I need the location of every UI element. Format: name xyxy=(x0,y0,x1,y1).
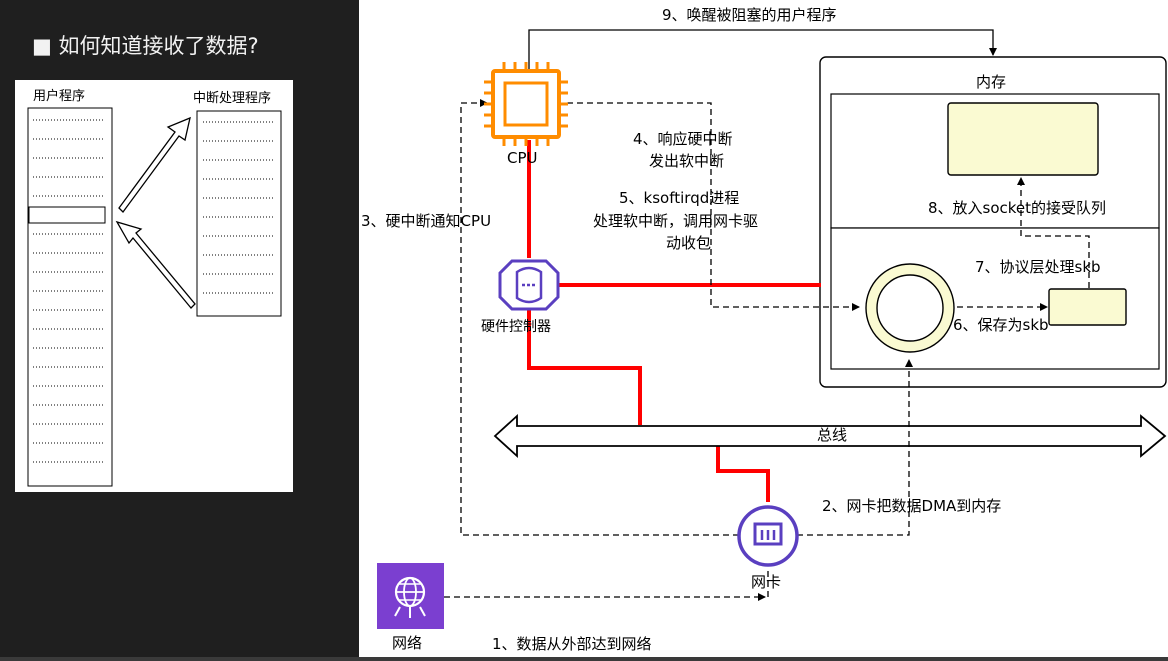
step4-label-line1: 4、响应硬中断 xyxy=(633,130,733,148)
interrupt-point-marker xyxy=(28,206,106,224)
bus-label: 总线 xyxy=(817,426,847,444)
network-card-icon xyxy=(737,505,799,567)
nic-label: 网卡 xyxy=(751,573,781,591)
step3-label: 3、硬中断通知CPU xyxy=(361,212,491,230)
interrupt-illustration: 用户程序 中断处理程序 xyxy=(15,80,293,492)
slide-title: 如何知道接收了数据? xyxy=(58,34,259,58)
step5-label-line3: 动收包 xyxy=(666,234,711,252)
memory-label: 内存 xyxy=(976,73,1006,91)
skb-box xyxy=(1048,288,1127,326)
step5-label-line2: 处理软中断，调用网卡驱 xyxy=(593,212,758,230)
step7-8-path xyxy=(1017,177,1090,288)
step8-label: 8、放入socket的接受队列 xyxy=(928,199,1106,217)
step2-path xyxy=(797,359,913,536)
bottom-strip xyxy=(0,657,1168,661)
hardware-signal-path xyxy=(527,140,821,502)
step7-label: 7、协议层处理skb xyxy=(975,258,1101,276)
step6-label: 6、保存为skb xyxy=(953,316,1049,334)
step2-label: 2、网卡把数据DMA到内存 xyxy=(822,497,1001,515)
return-arrow xyxy=(115,220,196,309)
network-globe-icon xyxy=(377,563,444,629)
slide-left-panel: ■ 如何知道接收了数据? 用户程序 中断处理程序 xyxy=(0,0,359,661)
user-program-box xyxy=(27,107,113,487)
jump-to-handler-arrow xyxy=(118,116,191,213)
interrupt-handler-box xyxy=(196,110,282,317)
bus-nic-line xyxy=(716,440,770,502)
interrupt-handler-label: 中断处理程序 xyxy=(193,91,271,106)
step9-path xyxy=(528,29,997,72)
cpu-label: CPU xyxy=(507,149,538,167)
interrupt-illustration-svg: 用户程序 中断处理程序 xyxy=(27,88,282,487)
step5-label-line1: 5、ksoftirqd进程 xyxy=(619,189,739,207)
cpu-chip-icon xyxy=(484,62,568,146)
step4-label-line2: 发出软中断 xyxy=(649,152,724,170)
slide-heading: ■ 如何知道接收了数据? xyxy=(32,30,259,60)
step4-5-path xyxy=(567,102,860,311)
network-label: 网络 xyxy=(392,634,422,652)
controller-bus-line xyxy=(527,310,642,425)
hardware-controller-label: 硬件控制器 xyxy=(481,319,551,335)
step1-label: 1、数据从外部达到网络 xyxy=(492,635,652,653)
socket-queue-box xyxy=(947,102,1099,176)
hardware-controller-icon xyxy=(498,259,560,311)
bus-arrow xyxy=(493,413,1167,459)
step3-path xyxy=(460,99,769,536)
kernel-receive-diagram: 内存 总线 xyxy=(361,6,1167,653)
diagram-area: 内存 总线 xyxy=(359,0,1168,657)
bullet: ■ xyxy=(32,34,52,58)
dashed-flow-paths xyxy=(444,99,1090,601)
user-program-label: 用户程序 xyxy=(33,88,85,104)
step-labels: 9、唤醒被阻塞的用户程序 4、响应硬中断 发出软中断 5、ksoftirqd进程… xyxy=(361,6,1106,653)
step9-label: 9、唤醒被阻塞的用户程序 xyxy=(662,6,837,24)
user-program-lines xyxy=(33,119,105,463)
ring-buffer-inner xyxy=(876,274,944,342)
